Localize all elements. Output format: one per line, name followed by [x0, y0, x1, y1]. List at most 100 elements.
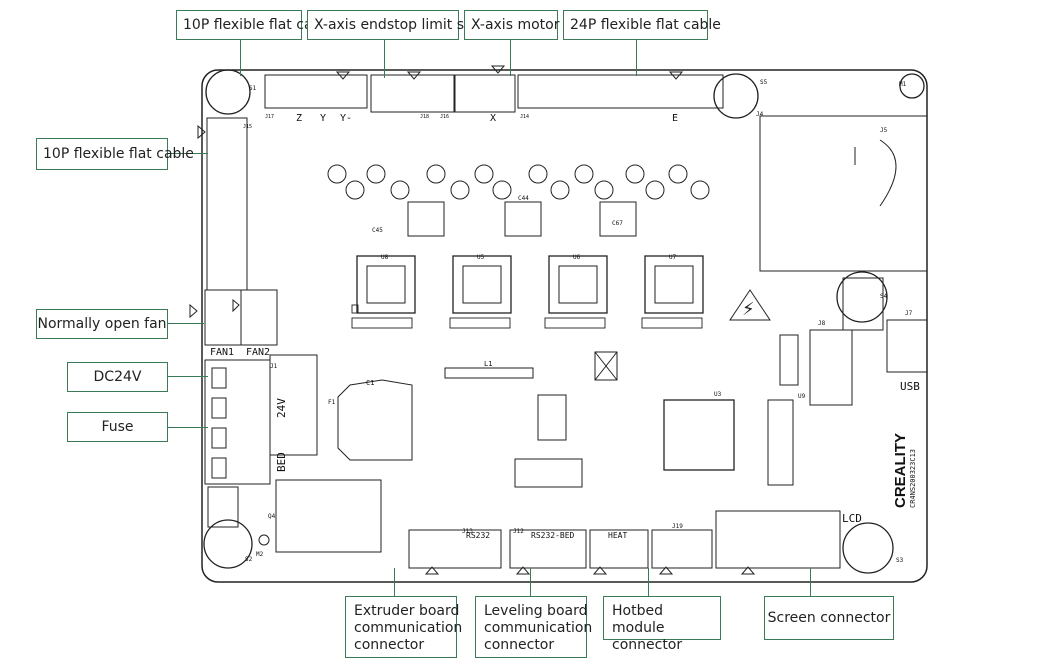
callout-dc24: DC24V [67, 362, 168, 392]
leader-dc24 [168, 376, 208, 377]
leader-fuse [168, 427, 208, 428]
leader-fan [168, 323, 204, 324]
label-j5: J5 [880, 127, 888, 134]
label-axis-z: Z [296, 113, 302, 124]
label-j1: J1 [270, 363, 278, 370]
leader-ffc24 [636, 40, 637, 76]
label-j4: J4 [756, 111, 764, 118]
label-axis-e: E [672, 113, 678, 124]
callout-hotbed: Hotbed module connector [603, 596, 721, 653]
mount-hole-s2 [203, 519, 253, 569]
connector-j18 [370, 74, 455, 113]
callout-fuse: Fuse [67, 412, 168, 442]
label-j17: J17 [265, 114, 274, 120]
inductor-row [327, 164, 710, 200]
label-j14: J14 [520, 114, 529, 120]
callout-ffc24: 24P flexible flat cable [563, 10, 721, 40]
callout-screen: Screen connector [764, 596, 894, 640]
mount-hole-m1 [899, 73, 925, 99]
board-id: CR4NS200323C13 [909, 449, 917, 508]
callout-x-endstop: X-axis endstop limit switch [307, 10, 501, 40]
label-j15: J15 [243, 124, 252, 130]
fuse-holder [269, 354, 318, 456]
leader-x-endstop [384, 40, 385, 78]
label-u6: U6 [573, 254, 581, 261]
connector-j14 [517, 74, 724, 109]
label-j19: J19 [672, 523, 683, 530]
callout-ffc10-left: 10P flexible flat cable [36, 138, 194, 170]
label-u7: U7 [669, 254, 677, 261]
stepper-driver-u6 [548, 255, 608, 314]
label-s2: S2 [245, 556, 253, 563]
esd-warning-icon [729, 289, 771, 321]
mount-hole-s4 [836, 271, 888, 323]
label-fan1: FAN1 [210, 347, 234, 358]
label-c1: C1 [366, 379, 374, 387]
callout-x-motor: X-axis motor [464, 10, 559, 40]
label-heat: HEAT [608, 531, 627, 540]
mount-hole-s3 [842, 522, 894, 574]
label-q4: Q4 [268, 513, 276, 520]
mount-hole-m2 [258, 534, 270, 546]
label-s1: S1 [249, 85, 257, 92]
connector-lcd [715, 510, 841, 569]
label-j12: J12 [513, 528, 524, 535]
label-u3: U3 [714, 391, 722, 398]
callout-leveling: Leveling board communication connector [475, 596, 592, 658]
label-u9: U9 [798, 393, 806, 400]
mount-hole-s1 [205, 69, 251, 115]
stepper-driver-u5 [452, 255, 512, 314]
label-bed: BED [275, 452, 288, 472]
label-u5: U5 [477, 254, 485, 261]
leader-ffc10-top [240, 40, 241, 76]
mount-hole-s5 [713, 73, 759, 119]
label-c67: C67 [612, 220, 623, 227]
label-l1: L1 [484, 360, 492, 368]
connector-j19 [651, 529, 713, 569]
connector-j16 [454, 74, 516, 113]
svg-text:⚡: ⚡ [742, 299, 755, 320]
leader-extruder [394, 568, 395, 596]
label-s3: S3 [896, 557, 904, 564]
leader-ffc10-left [168, 153, 208, 154]
label-s5: S5 [760, 79, 768, 86]
connector-j12 [509, 529, 587, 569]
label-f1: F1 [328, 399, 336, 406]
label-axis-ym: Y- [340, 113, 352, 124]
stepper-driver-u8 [356, 255, 416, 314]
label-j18: J18 [420, 114, 429, 120]
label-u8: U8 [381, 254, 389, 261]
label-axis-x: X [490, 113, 496, 124]
label-usb: USB [900, 380, 920, 393]
stepper-driver-u7 [644, 255, 704, 314]
label-s4: S4 [880, 293, 888, 300]
usb-port [886, 319, 928, 373]
sd-card-slot-j4 [759, 115, 928, 272]
label-m2: M2 [256, 551, 264, 558]
label-c45: C45 [372, 227, 383, 234]
leader-hotbed [648, 568, 649, 596]
label-j16: J16 [440, 114, 449, 120]
leader-screen [810, 568, 811, 596]
capacitor-c1 [337, 379, 413, 461]
label-lcd: LCD [842, 512, 862, 525]
label-fan2: FAN2 [246, 347, 270, 358]
label-axis-y: Y [320, 113, 326, 124]
connector-hotbed [589, 529, 649, 569]
leader-leveling [530, 568, 531, 596]
mosfet-q4 [275, 479, 382, 553]
label-j7: J7 [905, 310, 913, 317]
label-j13: J13 [462, 528, 473, 535]
callout-ffc10-top: 10P flexible flat cable [176, 10, 334, 40]
brand-creality: CREALITY [892, 433, 909, 508]
label-rs232: RS232 [466, 531, 490, 540]
mcu-u3 [663, 399, 735, 471]
label-m1: M1 [899, 81, 907, 88]
label-c44: C44 [518, 195, 529, 202]
label-24v: 24V [275, 398, 288, 418]
connector-j17 [264, 74, 368, 109]
connector-fan2 [240, 289, 278, 346]
label-rs232-bed: RS232-BED [531, 531, 575, 540]
leader-x-motor [510, 40, 511, 76]
